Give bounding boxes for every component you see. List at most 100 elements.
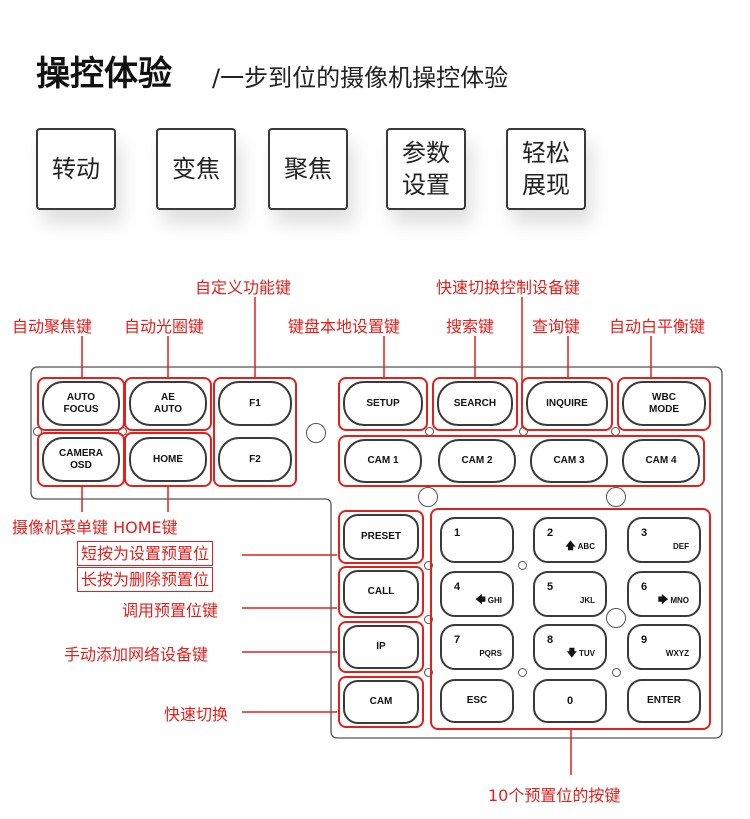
key-number: 5	[547, 581, 554, 593]
key-number: 1	[454, 527, 461, 539]
key-label: CAMERA	[59, 447, 103, 459]
group-search	[432, 377, 518, 431]
key-letters: WXYZ	[665, 649, 689, 658]
numpad-key-8[interactable]: 8 🡇TUV	[533, 624, 607, 670]
callout-local-setup: 键盘本地设置键	[288, 317, 401, 336]
feature-label: 参数	[402, 139, 450, 167]
numpad-key-7[interactable]: 7 PQRS	[440, 624, 514, 670]
key-letters: TUV	[579, 649, 595, 658]
enter-button[interactable]: ENTER	[627, 679, 701, 723]
numpad-key-5[interactable]: 5 JKL	[533, 571, 607, 617]
feature-card-rotate: 转动	[36, 128, 116, 210]
key-label: F1	[249, 397, 261, 409]
callout-text: 摄像机菜单键	[12, 518, 109, 537]
callout-add-network-device: 手动添加网络设备键	[64, 645, 209, 664]
key-label: AUTO	[153, 403, 183, 415]
key-label: IP	[376, 641, 386, 652]
esc-button[interactable]: ESC	[440, 679, 514, 723]
callout-text: HOME键	[113, 518, 178, 537]
callout-autofocus: 自动聚焦键	[12, 317, 93, 336]
ip-button[interactable]: IP	[343, 625, 419, 669]
key-label: AUTO	[66, 391, 96, 403]
feature-card-focus: 聚焦	[268, 128, 348, 210]
preset-button[interactable]: PRESET	[343, 514, 419, 560]
wbc-mode-button[interactable]: WBC MODE	[622, 381, 706, 426]
arrow-down-icon: 🡇	[566, 648, 577, 659]
callout-preset-keys: 10个预置位的按键	[488, 786, 621, 805]
callout-preset-short: 短按为设置预置位	[77, 541, 214, 566]
numpad-key-9[interactable]: 9 WXYZ	[627, 624, 701, 670]
key-label: MODE	[649, 403, 679, 415]
feature-label: 变焦	[172, 155, 220, 183]
key-letters: PQRS	[479, 649, 502, 658]
numpad-key-0[interactable]: 0	[533, 679, 607, 723]
callout-device-switch: 快速切换控制设备键	[436, 278, 581, 297]
group-ip	[338, 621, 424, 673]
numpad-key-3[interactable]: 3 DEF	[627, 517, 701, 563]
key-label: F2	[249, 453, 261, 465]
key-label: SETUP	[366, 397, 400, 409]
feature-label: 轻松	[522, 139, 570, 167]
mount-hole	[518, 668, 527, 677]
cam-3-button[interactable]: CAM 3	[530, 439, 608, 483]
feature-label: 聚焦	[284, 155, 332, 183]
mount-hole	[612, 668, 621, 677]
numpad-key-2[interactable]: 2 🡅ABC	[533, 517, 607, 563]
numpad-key-1[interactable]: 1	[440, 517, 514, 563]
cam-button[interactable]: CAM	[343, 680, 419, 724]
group-call	[338, 566, 424, 618]
f2-button[interactable]: F2	[218, 437, 292, 482]
key-label: PRESET	[360, 531, 401, 542]
callout-preset-long: 长按为删除预置位	[77, 567, 214, 592]
auto-focus-button[interactable]: AUTO FOCUS	[42, 381, 120, 426]
key-label: CAM	[369, 696, 393, 707]
mount-hole	[424, 668, 433, 677]
call-button[interactable]: CALL	[343, 570, 419, 614]
feature-label: 转动	[52, 155, 100, 183]
key-letters: JKL	[579, 596, 595, 605]
key-label: CAM 2	[461, 455, 493, 466]
setup-button[interactable]: SETUP	[343, 381, 423, 426]
key-number: 4	[454, 581, 461, 593]
inquire-button[interactable]: INQUIRE	[526, 381, 608, 426]
key-letters: ABC	[577, 542, 595, 551]
f1-button[interactable]: F1	[218, 381, 292, 426]
numpad-key-6[interactable]: 6 🡆MNO	[627, 571, 701, 617]
page-subtitle: /一步到位的摄像机操控体验	[212, 64, 509, 92]
feature-card-zoom: 变焦	[156, 128, 236, 210]
mount-hole	[606, 608, 626, 628]
camera-osd-button[interactable]: CAMERA OSD	[42, 437, 120, 482]
callout-call-preset: 调用预置位键	[122, 601, 219, 620]
cam-2-button[interactable]: CAM 2	[438, 439, 516, 483]
key-letters: DEF	[673, 542, 689, 551]
key-label: CAM 1	[367, 455, 399, 466]
numpad-key-4[interactable]: 4 🡄GHI	[440, 571, 514, 617]
ae-auto-button[interactable]: AE AUTO	[129, 381, 207, 426]
leader-lines	[81, 297, 652, 775]
arrow-right-icon: 🡆	[657, 595, 669, 606]
key-number: 8	[547, 634, 554, 646]
search-button[interactable]: SEARCH	[437, 381, 513, 426]
key-number: 3	[641, 527, 648, 539]
arrow-up-icon: 🡅	[565, 541, 576, 552]
mount-hole	[306, 423, 326, 443]
callout-white-balance: 自动白平衡键	[609, 317, 706, 336]
key-label: SEARCH	[453, 397, 497, 409]
feature-label: 展现	[522, 171, 570, 199]
mount-hole	[424, 615, 433, 624]
key-label: CAM 4	[645, 455, 677, 466]
key-label: AE	[161, 391, 175, 403]
home-button[interactable]: HOME	[129, 437, 207, 482]
arrow-left-icon: 🡄	[475, 595, 486, 606]
key-label: INQUIRE	[546, 397, 588, 409]
callout-function-keys: 自定义功能键	[195, 278, 292, 297]
key-label: CALL	[367, 586, 395, 597]
cam-1-button[interactable]: CAM 1	[344, 439, 422, 483]
key-number: 0	[566, 695, 574, 707]
cam-4-button[interactable]: CAM 4	[622, 439, 700, 483]
group-function-keys	[213, 377, 297, 487]
callout-auto-aperture: 自动光圈键	[124, 317, 205, 336]
key-number: 7	[454, 634, 461, 646]
key-number: 2	[547, 527, 554, 539]
mount-hole	[606, 487, 626, 507]
